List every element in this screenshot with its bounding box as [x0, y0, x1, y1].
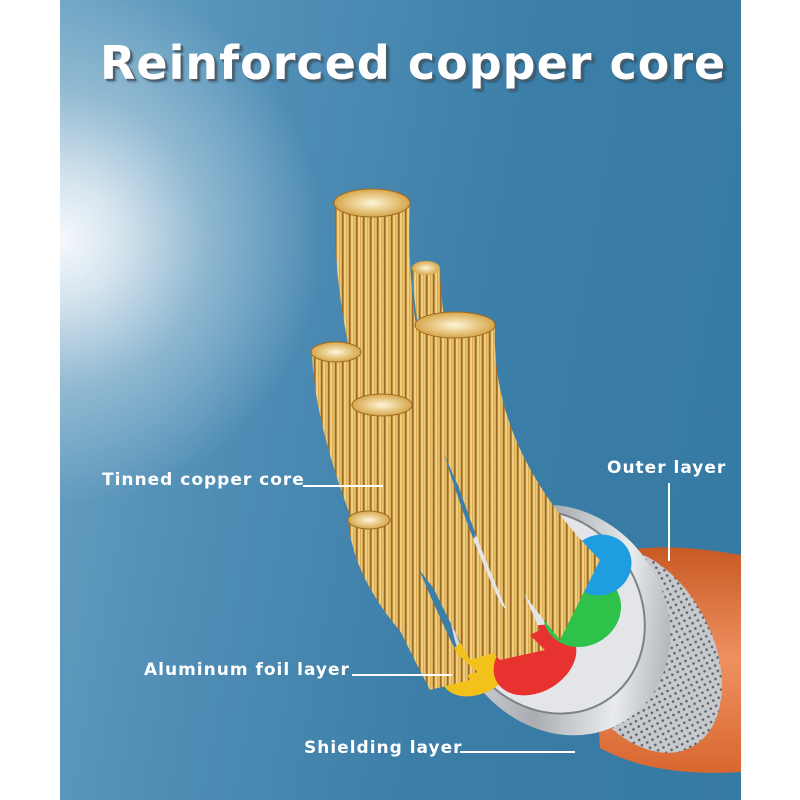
- label-aluminum-foil-layer: Aluminum foil layer: [144, 660, 350, 680]
- copper-bundle-4: [415, 325, 600, 640]
- label-outer-layer: Outer layer: [607, 458, 727, 478]
- leader-line-tinned-copper-core: [303, 485, 383, 487]
- copper-bundles: [310, 188, 600, 690]
- copper-bundle-6: [348, 520, 478, 680]
- leader-line-outer-layer: [668, 483, 670, 561]
- product-image-panel: Reinforced copper core Tinned copper cor…: [60, 0, 741, 800]
- label-shielding-layer: Shielding layer: [304, 738, 463, 758]
- leader-line-aluminum-foil-layer: [352, 674, 452, 676]
- copper-bundle-1: [334, 200, 520, 660]
- copper-bundle-5: [352, 405, 545, 660]
- label-tinned-copper-core: Tinned copper core: [102, 470, 305, 490]
- cable-illustration: [310, 188, 741, 773]
- page-title: Reinforced copper core: [100, 36, 727, 90]
- leader-line-shielding-layer: [460, 751, 575, 753]
